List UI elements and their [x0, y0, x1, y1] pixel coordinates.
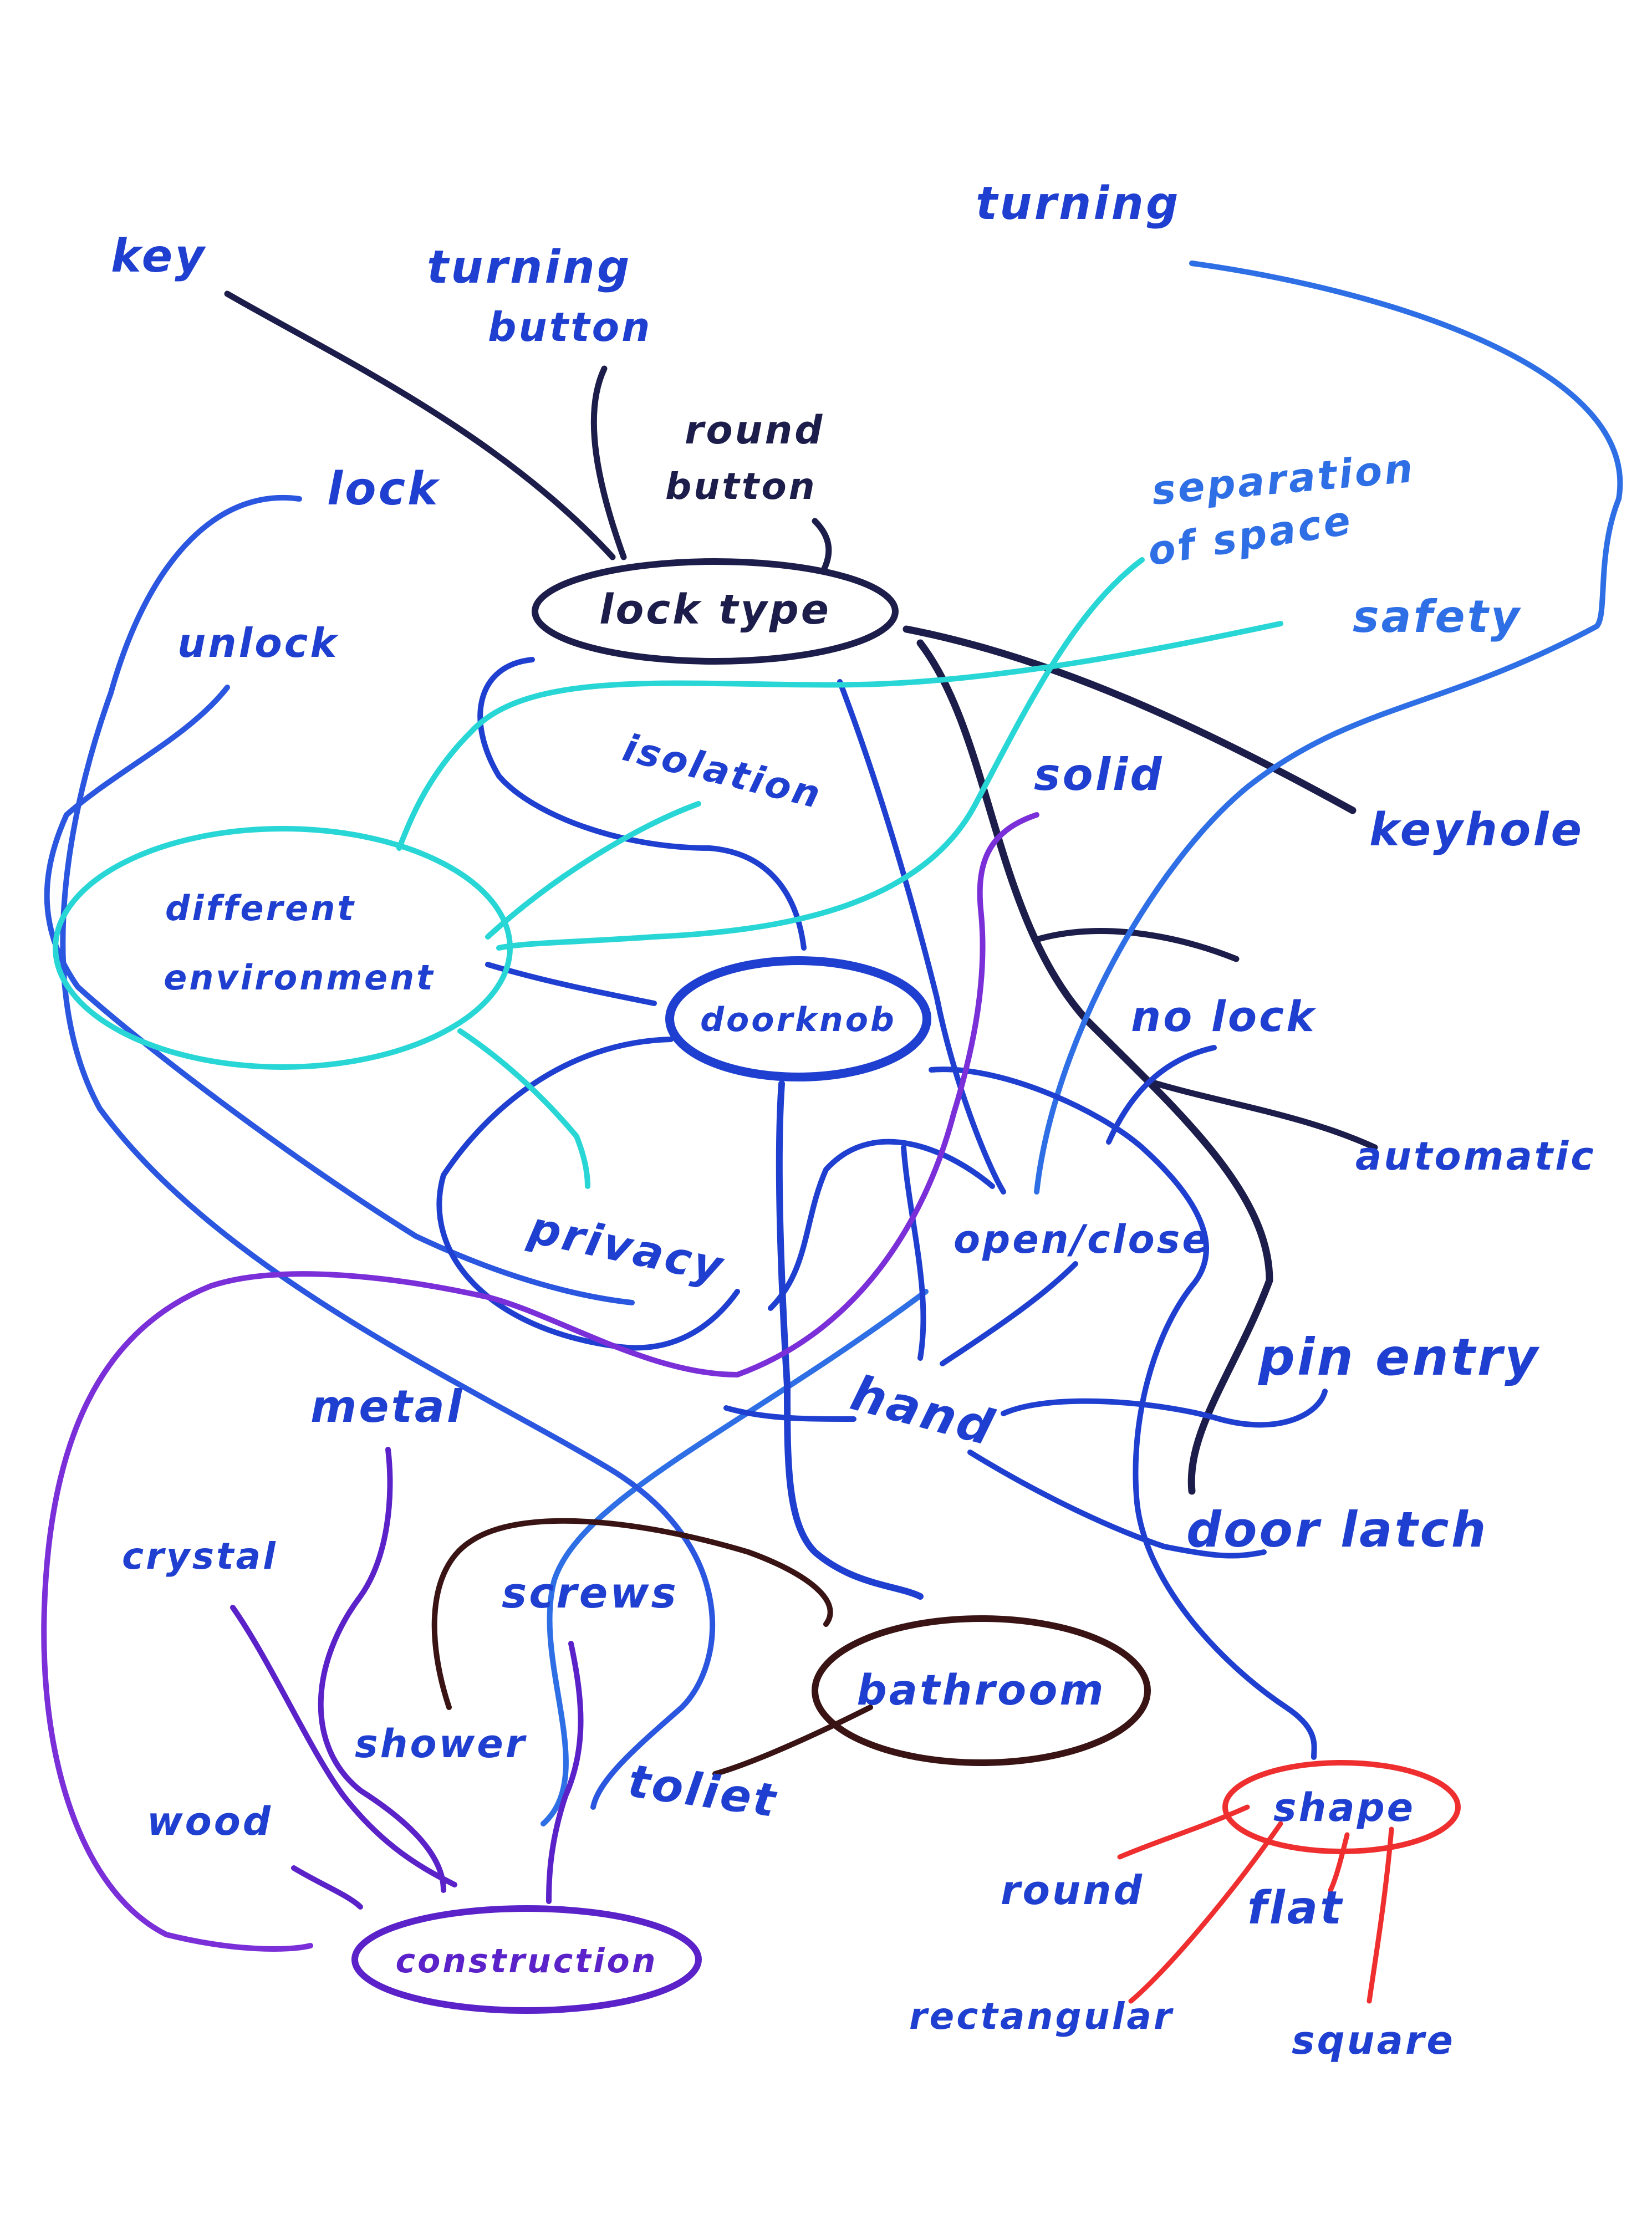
edge-doorknob-bathroom [776, 1080, 924, 1600]
edge-separation-differentenv [496, 557, 1145, 951]
label-privacy: privacy [524, 1201, 729, 1293]
edge-locktype-isolation-doorknob [477, 657, 807, 951]
node-shape-label: shape [1273, 1785, 1415, 1830]
edge-differentenv-privacy [457, 1028, 590, 1189]
edge-doorknob-privacy-loop [436, 1037, 740, 1351]
label-screws: screws [502, 1568, 679, 1617]
edge-doorknob-shape [929, 1067, 1317, 1760]
label-solid: solid [1034, 749, 1164, 800]
node-bathroom-label: bathroom [856, 1665, 1105, 1714]
label-no-lock: no lock [1131, 992, 1317, 1041]
node-lock-type-label: lock type [599, 586, 831, 634]
connection-lines [41, 261, 1623, 2004]
node-shape-ring [1222, 1760, 1461, 1854]
label-round-button-line2: button [665, 465, 817, 508]
edge-locktype-doorlatch [916, 639, 1273, 1495]
label-round-button-line1: round [685, 407, 824, 453]
label-open-close: open/close [954, 1217, 1211, 1262]
label-shower: shower [355, 1721, 527, 1767]
edge-shape-rectangular [1128, 1821, 1283, 2004]
edge-unlock-privacy [44, 685, 635, 1305]
edge-safety-differentenv [396, 621, 1283, 851]
edge-metal-construction [318, 1447, 446, 1893]
edge-lock-toliet [60, 494, 716, 1810]
edge-openclose-hand [901, 1145, 1078, 1366]
edge-isolation-differentenv [485, 801, 701, 940]
label-turning: turning [976, 177, 1181, 230]
edge-openclose-privacy [768, 1139, 995, 1311]
edge-branch-automatic [1144, 1078, 1378, 1151]
label-key: key [111, 230, 207, 283]
node-construction-ring [351, 1905, 702, 2014]
node-doorknob-ring [665, 956, 931, 1081]
label-unlock: unlock [177, 620, 339, 666]
node-doorknob-label: doorknob [700, 1001, 896, 1039]
label-separation-of-space-line1: separation [1150, 445, 1416, 514]
node-different-environment-ring [53, 826, 513, 1070]
label-crystal: crystal [122, 1535, 278, 1578]
edge-locktype-keyhole [903, 625, 1357, 814]
label-turning-button-line2: button [488, 304, 652, 350]
edge-differentenv-doorknob [485, 962, 657, 1006]
edge-shape-square [1367, 1826, 1394, 2004]
edge-turningbutton-locktype [590, 365, 627, 560]
label-keyhole: keyhole [1369, 804, 1584, 856]
node-lock-type-ring [532, 558, 899, 665]
label-isolation: isolation [619, 726, 827, 818]
node-different-environment-label-line1: different [165, 888, 356, 928]
label-pin-entry: pin entry [1258, 1328, 1540, 1387]
edge-roundbutton-locktype [812, 518, 832, 574]
label-hand: hand [845, 1364, 1001, 1457]
edge-branch-nolock [1033, 928, 1240, 962]
edge-nolock-openclose [1106, 1045, 1217, 1145]
edge-locktype-openclose [837, 679, 1006, 1195]
label-safety: safety [1353, 591, 1522, 642]
edge-hand-doorlatch [967, 1450, 1267, 1559]
edge-crystal-construction [230, 1605, 457, 1887]
hub-nodes [53, 558, 1461, 2014]
node-bathroom-ring [812, 1615, 1151, 1766]
edge-hand-left [723, 1405, 856, 1422]
edge-solid-construction [41, 812, 1039, 1952]
hub-labels: lock type doorknob different environment… [164, 586, 1415, 1981]
label-wood: wood [147, 1799, 273, 1844]
node-construction-label: construction [396, 1942, 658, 1981]
node-different-environment-label-line2: environment [164, 957, 435, 998]
label-square: square [1292, 2018, 1455, 2063]
edge-wood-construction [291, 1865, 363, 1910]
edge-shape-flat [1328, 1832, 1350, 1893]
edge-screws-construction [546, 1641, 584, 1904]
label-toliet: toliet [625, 1755, 781, 1828]
label-flat: flat [1247, 1882, 1344, 1935]
label-round: round [1001, 1867, 1144, 1913]
label-metal: metal [310, 1381, 464, 1432]
edge-key-locktype [224, 290, 616, 560]
label-door-latch: door latch [1186, 1501, 1488, 1558]
edge-bathroom-toliet [712, 1705, 873, 1777]
label-automatic: automatic [1355, 1134, 1596, 1179]
edge-turning-construction [541, 261, 1623, 1826]
edge-shower-bathroom [431, 1518, 833, 1710]
label-turning-button-line1: turning [427, 241, 632, 294]
label-lock: lock [327, 463, 440, 516]
label-rectangular: rectangular [909, 1995, 1174, 2038]
edge-hand-pinentry [1001, 1389, 1328, 1428]
leaf-labels: key turning button round button turning … [111, 177, 1596, 2063]
